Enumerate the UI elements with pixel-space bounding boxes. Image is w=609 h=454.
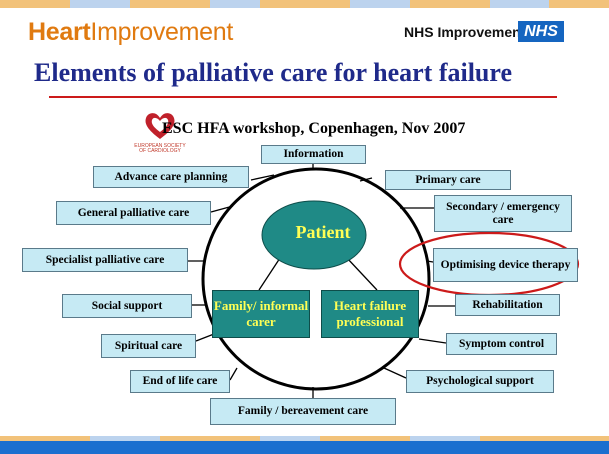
social-support-box: Social support (62, 294, 192, 318)
esc-logo-text: EUROPEAN SOCIETY OF CARDIOLOGY (134, 143, 186, 154)
family-carer-box: Family/ informal carer (212, 290, 310, 338)
symptom-control-box: Symptom control (446, 333, 557, 355)
patient-ellipse (261, 200, 367, 270)
brand-logo: HeartImprovement (28, 18, 233, 47)
spiritual-care-box: Spiritual care (101, 334, 196, 358)
optimising-device-therapy-box: Optimising device therapy (433, 248, 578, 282)
psychological-support-box: Psychological support (406, 370, 554, 393)
secondary-emergency-care-box: Secondary / emergency care (434, 195, 572, 232)
title-underline (49, 96, 557, 98)
general-palliative-care-box: General palliative care (56, 201, 211, 225)
workshop-caption: ESC HFA workshop, Copenhagen, Nov 2007 (162, 120, 466, 137)
slide-title: Elements of palliative care for heart fa… (34, 58, 513, 87)
nhs-logo: NHS (518, 21, 564, 42)
information-box: Information (261, 145, 366, 164)
family-bereavement-care-box: Family / bereavement care (210, 398, 396, 425)
heart-failure-professional-box: Heart failure professional (321, 290, 419, 338)
end-of-life-care-box: End of life care (130, 370, 230, 393)
patient-label: Patient (295, 222, 351, 242)
primary-care-box: Primary care (385, 170, 511, 190)
rehabilitation-box: Rehabilitation (455, 294, 560, 316)
advance-care-planning-box: Advance care planning (93, 166, 249, 188)
care-circle (201, 167, 431, 391)
heart-logo-icon (145, 113, 175, 139)
bottom-stripe-top (0, 436, 609, 441)
bottom-bar (0, 441, 609, 454)
top-stripe (0, 0, 609, 8)
brand-regular: Improvement (90, 18, 234, 46)
specialist-palliative-care-box: Specialist palliative care (22, 248, 188, 272)
nhs-improvement-label: NHS Improvement (404, 24, 526, 40)
brand-bold: Heart (28, 18, 91, 46)
